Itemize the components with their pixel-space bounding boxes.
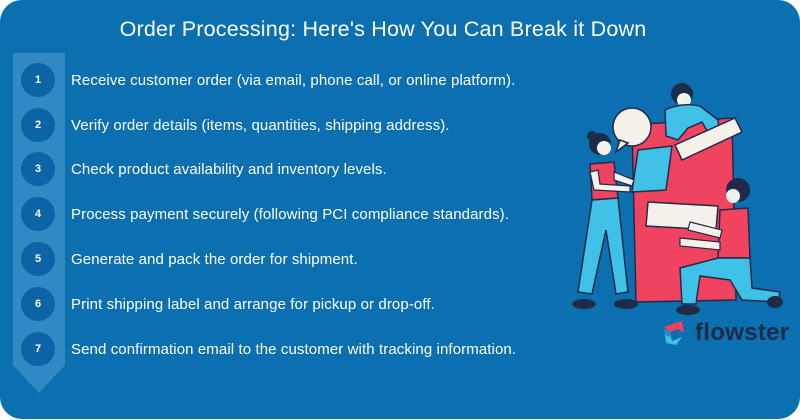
step-number-1: 1 [21,63,55,97]
step-number-4: 4 [21,197,55,231]
step-number-3: 3 [21,152,55,186]
speech-bubble-icon [612,107,652,155]
step-text-6: Print shipping label and arrange for pic… [71,296,435,313]
step-number-7: 7 [21,332,55,366]
team-collaboration-illustration [572,83,783,315]
logo-text: flowster [695,319,790,346]
step-text-2: Verify order details (items, quantities,… [71,117,450,134]
step-number-6: 6 [21,287,55,321]
page-title: Order Processing: Here's How You Can Bre… [119,17,647,41]
flowster-logo-icon [664,321,684,345]
step-text-7: Send confirmation email to the customer … [71,341,517,358]
step-text-5: Generate and pack the order for shipment… [71,251,358,268]
step-text-4: Process payment securely (following PCI … [71,206,510,223]
flowster-logo: flowster [662,318,789,348]
step-text-1: Receive customer order (via email, phone… [71,72,516,89]
step-number-5: 5 [21,242,55,276]
step-text-3: Check product availability and inventory… [71,161,387,178]
step-number-2: 2 [21,108,55,142]
